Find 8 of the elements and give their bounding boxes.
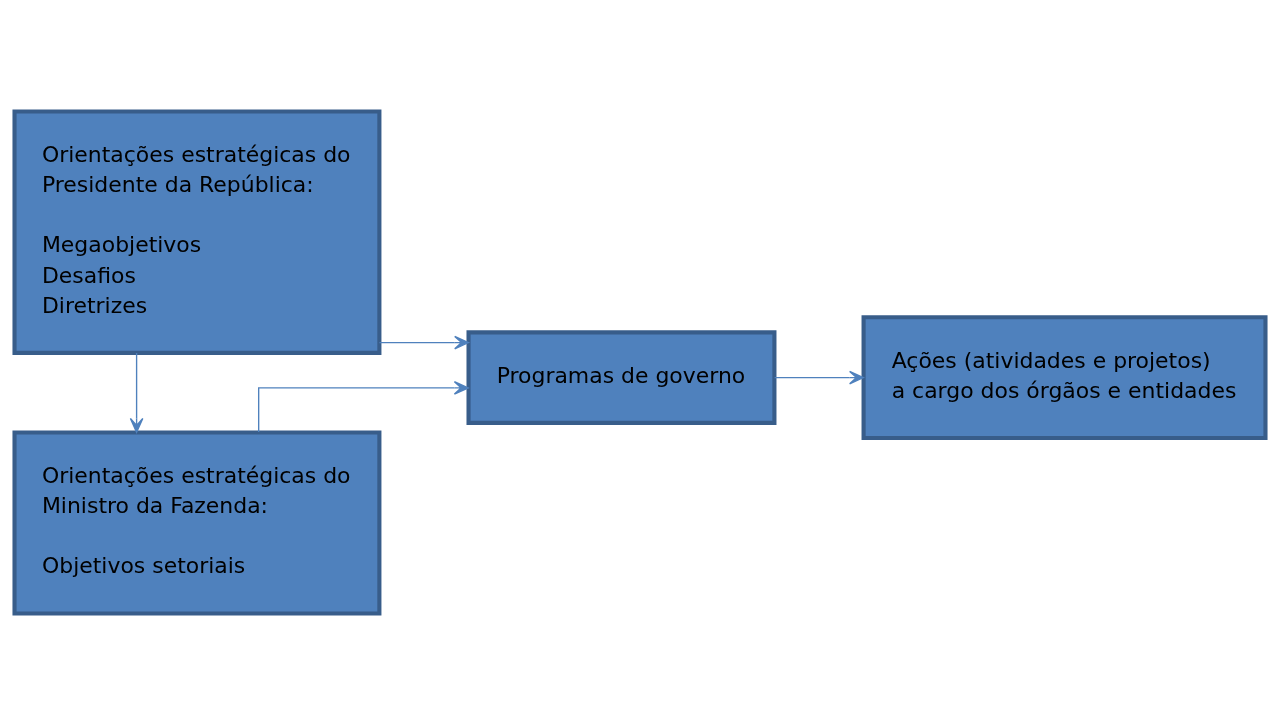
node-box: Orientações estratégicas do Ministro da Fazenda: Objetivos setoriais — [12, 429, 382, 616]
arrow — [378, 335, 470, 349]
arrow — [129, 351, 144, 433]
node-box: Orientações estratégicas do Presidente da República: Megaobjetivos Desafios Diretrizes — [12, 108, 382, 355]
arrow — [773, 370, 865, 384]
arrow — [258, 380, 469, 433]
node-box: Ações (atividades e projetos) a cargo dos órgãos e entidades — [861, 314, 1268, 440]
node-box: Programas de governo — [466, 329, 777, 425]
